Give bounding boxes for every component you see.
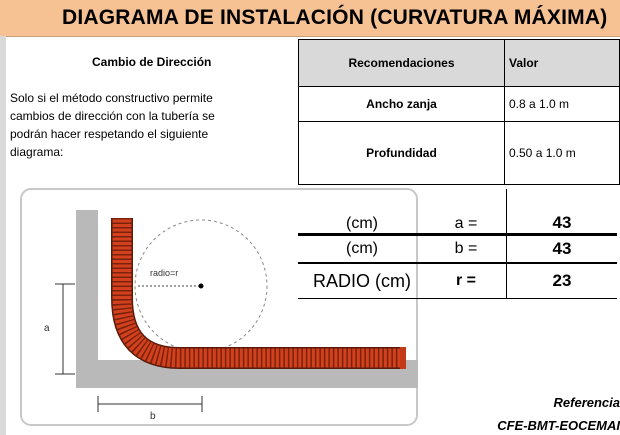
- dimension-symbol: a =: [426, 189, 507, 236]
- dimension-row: (cm) b = 43: [298, 234, 617, 264]
- recommendations-table: Recomendaciones Valor Ancho zanja 0.8 a …: [298, 39, 620, 185]
- dimension-symbol: r =: [426, 263, 507, 299]
- table-row: Ancho zanja 0.8 a 1.0 m: [298, 86, 620, 122]
- table-header-row: Recomendaciones Valor: [298, 39, 620, 87]
- dimension-row: RADIO (cm) r = 23: [298, 263, 617, 299]
- intro-line: diagrama:: [10, 145, 64, 159]
- ground-trench: [76, 210, 418, 388]
- reference-label: Referencia: [553, 395, 620, 410]
- dimensions-table: (cm) a = 43 (cm) b = 43 RADIO (cm) r = 2…: [298, 189, 617, 299]
- row-value: 0.8 a 1.0 m: [504, 86, 620, 122]
- col-value: Valor: [504, 39, 620, 87]
- col-recommendations: Recomendaciones: [298, 39, 505, 87]
- row-label: Profundidad: [298, 121, 505, 185]
- intro-line: cambios de dirección con la tubería se: [10, 109, 215, 123]
- dimension-unit: (cm): [298, 189, 426, 236]
- intro-line: Solo si el método constructivo permite: [10, 91, 213, 105]
- page-title: DIAGRAMA DE INSTALACIÓN (CURVATURA MÁXIM…: [62, 6, 608, 29]
- radius-center: [198, 283, 204, 289]
- dimension-value: 43: [506, 189, 617, 236]
- section-title: Cambio de Dirección: [92, 55, 212, 69]
- dimension-value: 43: [506, 234, 617, 264]
- dimension-row: (cm) a = 43: [298, 189, 617, 236]
- radius-label: radio=r: [150, 268, 178, 278]
- pipe-body: [112, 218, 402, 368]
- intro-line: podrán hacer respetando el siguiente: [10, 127, 209, 141]
- left-margin-bar: [0, 36, 6, 435]
- dimension-unit: (cm): [298, 234, 426, 264]
- pipe-end: [400, 347, 406, 369]
- reference-code: CFE-BMT-EOCEMAI: [497, 418, 620, 433]
- page-header: DIAGRAMA DE INSTALACIÓN (CURVATURA MÁXIM…: [0, 0, 620, 37]
- table-row: Profundidad 0.50 a 1.0 m: [298, 121, 620, 185]
- intro-text: Solo si el método constructivo permite c…: [10, 89, 290, 161]
- dim-b-label: b: [150, 411, 156, 422]
- dim-a-label: a: [44, 323, 50, 334]
- row-label: Ancho zanja: [298, 86, 505, 122]
- row-value: 0.50 a 1.0 m: [504, 121, 620, 185]
- dimension-value: 23: [506, 263, 617, 299]
- dimension-unit: RADIO (cm): [298, 263, 426, 299]
- dimension-symbol: b =: [426, 234, 507, 264]
